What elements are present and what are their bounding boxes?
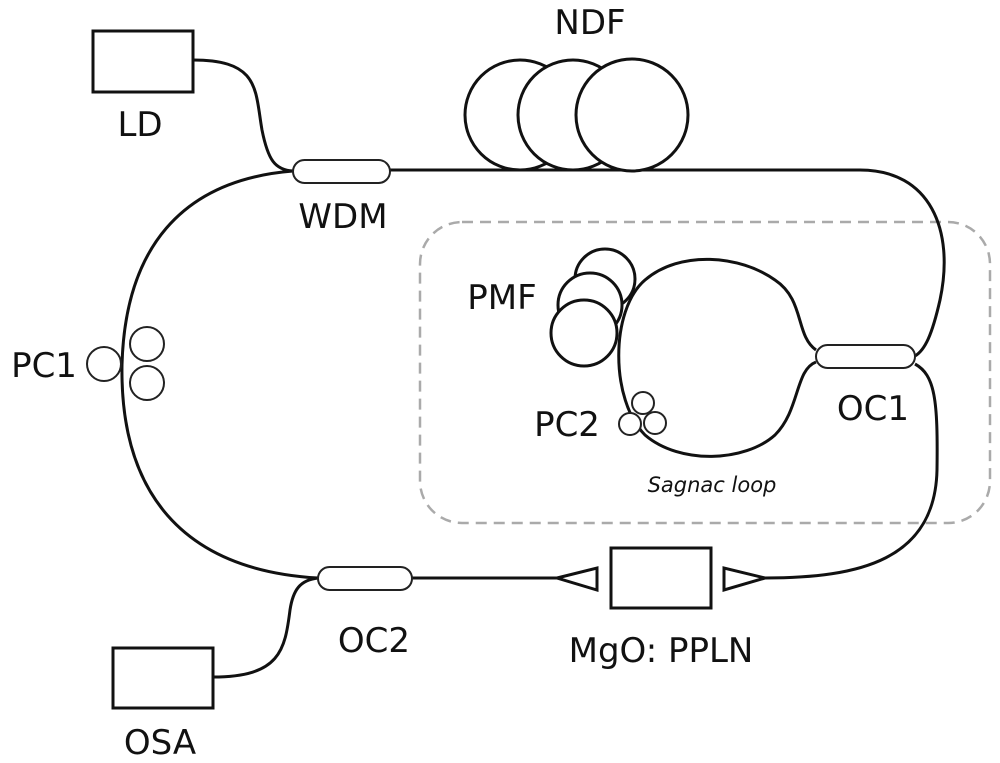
fiber-osa-oc2 xyxy=(213,578,318,677)
pc1-polarization-controller xyxy=(87,327,164,400)
fiber-top xyxy=(390,170,944,356)
pmf-coil xyxy=(551,249,635,366)
label-osa: OSA xyxy=(124,723,196,763)
label-oc1: OC1 xyxy=(837,389,909,429)
osa-box xyxy=(113,648,213,708)
ppln-crystal xyxy=(557,548,765,608)
label-wdm: WDM xyxy=(298,197,387,237)
label-pc1: PC1 xyxy=(11,346,77,386)
label-sagnac: Sagnac loop xyxy=(648,473,777,497)
label-pmf: PMF xyxy=(467,278,536,318)
label-oc2: OC2 xyxy=(338,621,410,661)
ld-box xyxy=(93,31,193,92)
fiber-ld-wdm xyxy=(193,60,293,171)
label-ndf: NDF xyxy=(554,3,625,43)
wdm-coupler xyxy=(293,160,390,183)
label-pc2: PC2 xyxy=(534,405,600,445)
oc2-coupler xyxy=(318,567,412,590)
oc1-coupler xyxy=(816,345,915,368)
ndf-coil xyxy=(465,59,688,171)
label-ppln: MgO: PPLN xyxy=(569,631,754,671)
label-ld: LD xyxy=(117,105,162,145)
